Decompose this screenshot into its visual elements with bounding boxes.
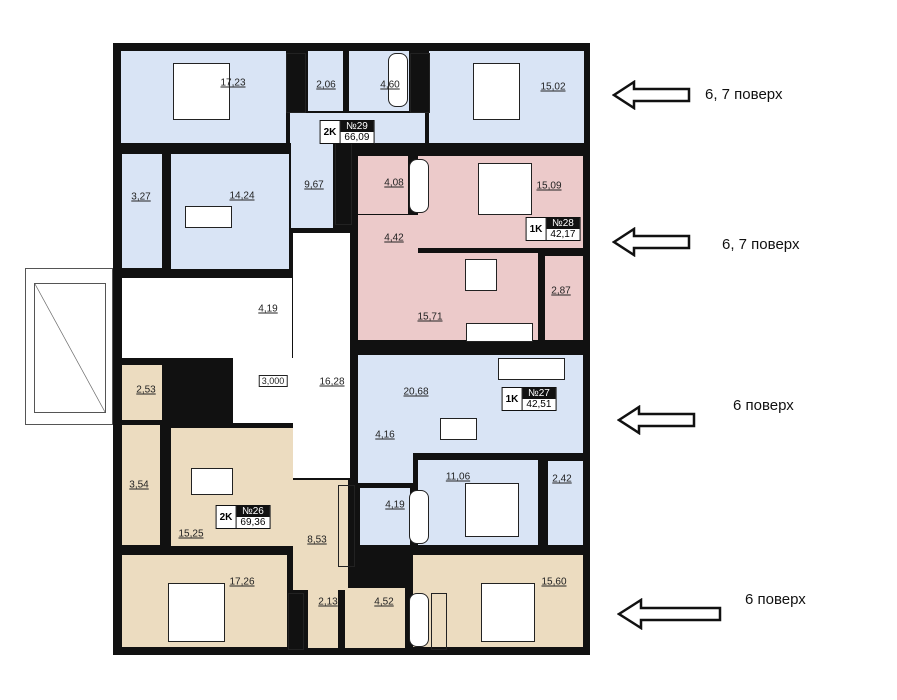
bathtub	[409, 159, 429, 213]
dining-table	[440, 418, 477, 440]
floor-label: 6 поверх	[745, 591, 806, 608]
room-area: 16,28	[319, 376, 345, 388]
apartment-number: №26	[236, 506, 270, 517]
sofa	[498, 358, 565, 380]
bed	[478, 163, 532, 215]
bathtub	[409, 593, 429, 647]
apartment-number: №29	[340, 121, 374, 132]
room-area: 15,02	[540, 81, 566, 93]
apt28-balcony	[545, 256, 583, 340]
room-area: 15,60	[541, 576, 567, 588]
dining-table	[465, 259, 497, 291]
common-corridor	[293, 233, 350, 478]
shaft	[286, 53, 306, 113]
arrow-left-icon	[617, 598, 722, 630]
room-area: 2,06	[316, 79, 336, 91]
room-area: 4,08	[384, 177, 404, 189]
dining-table	[185, 206, 232, 228]
bed	[173, 63, 230, 120]
apartment-area: 66,09	[344, 132, 370, 143]
arrow-left-icon	[617, 405, 696, 435]
dining-table	[191, 468, 233, 495]
room-area: 4,19	[258, 303, 278, 315]
room-area: 15,71	[417, 311, 443, 323]
sofa	[466, 323, 533, 342]
room-area: 15,09	[536, 180, 562, 192]
stairwell	[122, 278, 292, 358]
bathtub	[409, 490, 429, 544]
apt26-balcony	[122, 425, 160, 545]
room-area: 4,52	[374, 596, 394, 608]
elevator-hall	[233, 358, 303, 423]
room-area: 8,53	[307, 534, 327, 546]
room-area: 17,23	[220, 77, 246, 89]
arrow-left-icon	[612, 227, 691, 257]
apartment-area: 42,51	[526, 399, 552, 410]
apartment-number: №27	[522, 388, 556, 399]
apartment-number: №28	[546, 218, 580, 229]
room-area: 11,06	[445, 471, 471, 483]
shaft	[431, 593, 447, 650]
room-area: 15,25	[178, 528, 204, 540]
bathtub	[388, 53, 408, 107]
apartment-type: 2K	[217, 506, 237, 528]
room-area: 3,27	[131, 191, 151, 203]
room-area: 4,19	[385, 499, 405, 511]
apt29-wc	[308, 51, 343, 111]
room-area: 14,24	[229, 190, 255, 202]
room-area: 17,26	[229, 576, 255, 588]
apt26-bathroom	[345, 588, 405, 648]
apt29-corridor	[291, 143, 333, 228]
balcony-outline	[25, 268, 113, 425]
apt27-hall	[358, 423, 413, 483]
room-area: 4,60	[380, 79, 400, 91]
arrow-left-icon	[612, 80, 691, 110]
floor-label: 6, 7 поверх	[705, 86, 783, 103]
room-area: 2,53	[136, 384, 156, 396]
apt27-bathroom	[360, 488, 410, 545]
apt28-bathroom	[358, 156, 408, 214]
shaft	[288, 593, 304, 650]
room-area: 4,42	[384, 232, 404, 244]
bed	[481, 583, 535, 642]
room-area: 9,67	[304, 179, 324, 191]
bed	[168, 583, 225, 642]
apt26-wc	[308, 588, 338, 648]
floor-plan	[113, 43, 590, 655]
room-area: 2,87	[551, 285, 571, 297]
floor-label: 6 поверх	[733, 397, 794, 414]
apt28-hall	[358, 215, 418, 340]
shaft	[410, 53, 430, 113]
room-area: 2,13	[318, 596, 338, 608]
bed	[473, 63, 520, 120]
elevation-mark: 3,000	[258, 375, 288, 387]
room-area: 2,42	[552, 473, 572, 485]
apartment-type: 2K	[321, 121, 341, 143]
apt26-storage	[122, 365, 162, 420]
apartment-area: 42,17	[550, 229, 576, 240]
floor-label: 6, 7 поверх	[722, 236, 800, 253]
shaft	[338, 485, 355, 567]
shaft	[335, 143, 352, 225]
apartment-type: 1K	[527, 218, 547, 240]
apt27-balcony	[548, 461, 583, 545]
room-area: 20,68	[403, 386, 429, 398]
apt29-balcony	[122, 154, 162, 268]
bed	[465, 483, 519, 537]
apartment-type: 1K	[503, 388, 523, 410]
room-area: 3,54	[129, 479, 149, 491]
apartment-area: 69,36	[240, 517, 266, 528]
room-area: 4,16	[375, 429, 395, 441]
